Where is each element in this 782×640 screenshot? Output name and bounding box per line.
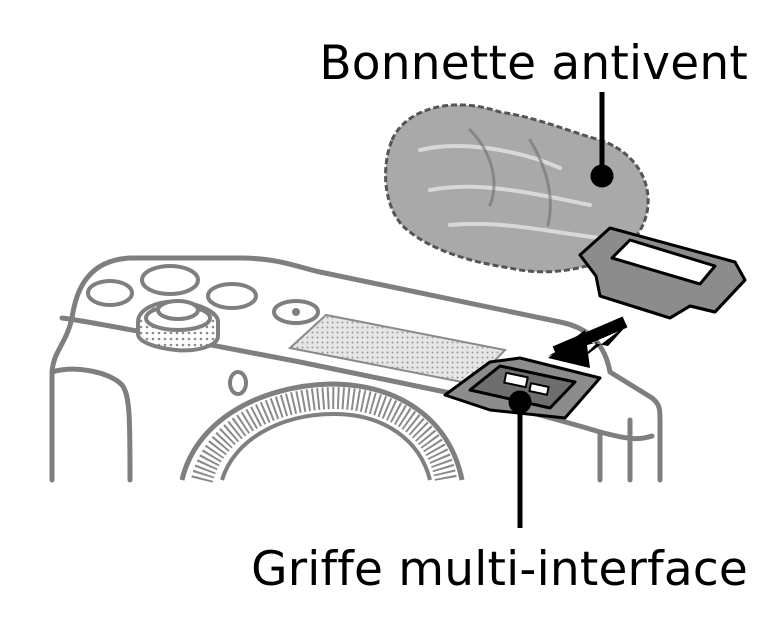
shutter-button <box>136 299 220 353</box>
mode-dials <box>86 264 320 396</box>
mic-grille <box>287 313 508 386</box>
lens <box>179 381 465 484</box>
shoe-label: Griffe multi-interface <box>251 542 748 597</box>
windscreen-label: Bonnette antivent <box>319 36 748 91</box>
windscreen-adapter <box>578 226 747 320</box>
callout-lines <box>508 92 614 528</box>
windscreen-fur <box>384 103 650 274</box>
multi-interface-shoe <box>443 356 602 420</box>
arrow-head <box>548 330 590 368</box>
